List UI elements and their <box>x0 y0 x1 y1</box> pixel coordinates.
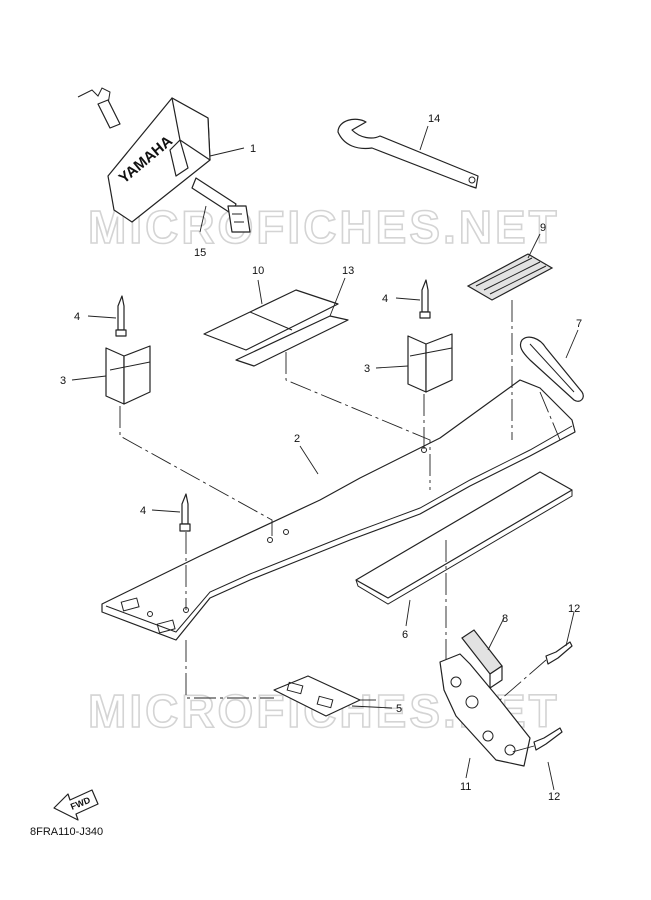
callout-5: 5 <box>396 703 402 715</box>
part-2-tray <box>101 379 576 641</box>
callout-12-lower: 12 <box>548 791 560 803</box>
callout-6: 6 <box>402 629 408 641</box>
callout-9: 9 <box>540 222 546 234</box>
callout-13: 13 <box>342 265 354 277</box>
part-7-hose <box>519 336 584 402</box>
part-10-label <box>203 289 339 351</box>
callout-15: 15 <box>194 247 206 259</box>
callout-2: 2 <box>294 433 300 445</box>
callout-14: 14 <box>428 113 440 125</box>
callout-4-middle: 4 <box>140 505 146 517</box>
part-6-plate <box>355 471 573 605</box>
callout-3-right: 3 <box>364 363 370 375</box>
callout-7: 7 <box>576 318 582 330</box>
fwd-arrow-icon: FWD <box>53 789 99 821</box>
part-14-wrench <box>337 118 479 189</box>
part-12-screw-upper <box>545 641 573 665</box>
leader-lines <box>71 125 579 791</box>
part-8-block <box>461 629 503 689</box>
part-13-label <box>235 315 349 367</box>
part-3-bracket-left <box>105 295 151 405</box>
callout-11: 11 <box>460 781 471 793</box>
part-4-pin-middle <box>179 493 191 532</box>
part-11-bracket <box>439 653 531 767</box>
part-9-pad <box>466 253 554 301</box>
part-3-bracket-right <box>407 279 453 393</box>
watermark-top: MICROFICHES.NET <box>88 201 560 253</box>
callout-1: 1 <box>250 143 256 155</box>
callouts: 1 14 15 9 10 13 4 4 7 3 3 2 4 12 8 6 5 1… <box>60 113 582 803</box>
callout-10: 10 <box>252 265 264 277</box>
callout-12-upper: 12 <box>568 603 580 615</box>
part-12-screw-lower <box>533 727 563 751</box>
assembly-lines <box>119 300 561 753</box>
callout-4-left: 4 <box>74 311 80 323</box>
diagram-code: 8FRA110-J340 <box>30 826 104 838</box>
callout-8: 8 <box>502 613 508 625</box>
callout-3-left: 3 <box>60 375 66 387</box>
callout-4-right: 4 <box>382 293 388 305</box>
